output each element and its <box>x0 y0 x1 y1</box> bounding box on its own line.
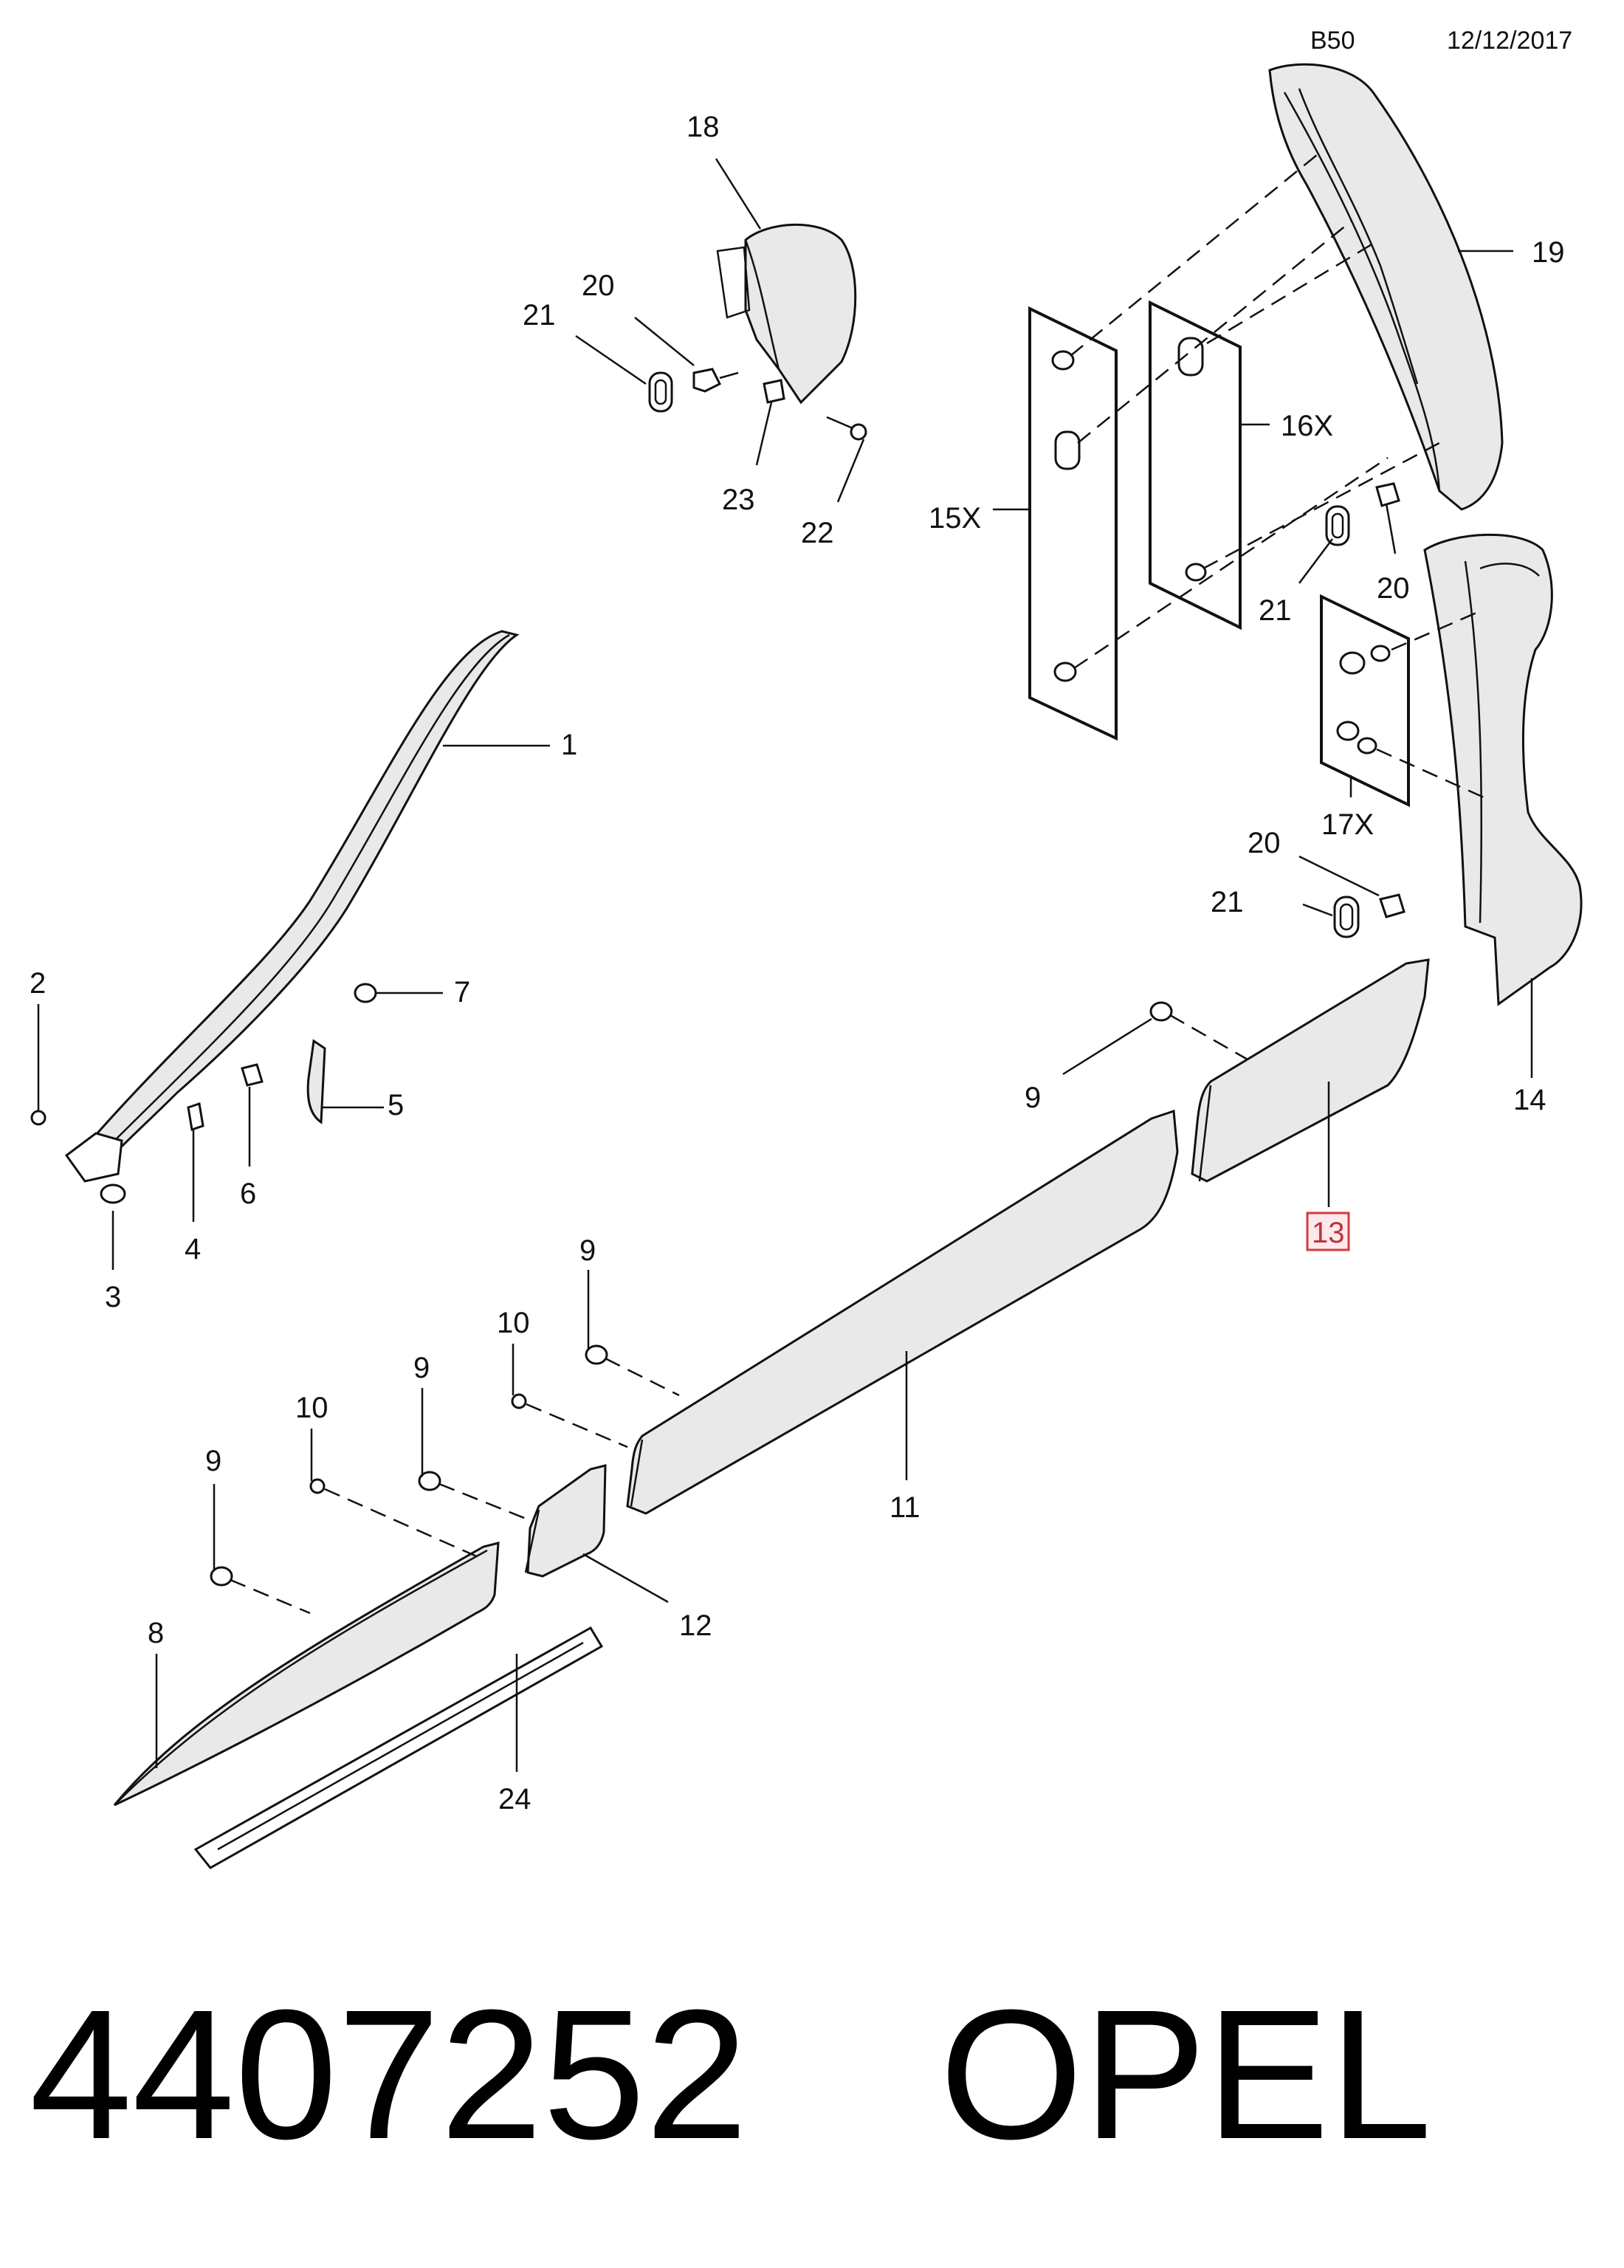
part-18 <box>716 223 857 405</box>
part-24 <box>193 1626 604 1869</box>
callout-16x: 16X <box>1281 410 1333 442</box>
callout-3: 3 <box>105 1281 121 1313</box>
callout-11: 11 <box>890 1491 921 1524</box>
screw-2 <box>30 1110 47 1126</box>
callout-15x: 15X <box>929 502 981 535</box>
leader-lines <box>37 158 1533 1768</box>
screw-7 <box>354 983 377 1003</box>
diagram-date: 12/12/2017 <box>1447 27 1572 55</box>
callout-13-highlight: 13 <box>1306 1212 1350 1251</box>
footer: 4407252 OPEL <box>30 1964 1609 2185</box>
kit-15x <box>1028 306 1118 741</box>
fastener-20-lower <box>1379 893 1405 918</box>
callout-20-lower: 20 <box>1248 827 1281 859</box>
kit-16x <box>1149 300 1242 630</box>
callout-9-small: 9 <box>413 1352 430 1384</box>
callout-17x: 17X <box>1321 808 1374 841</box>
grommet-21-lower <box>1333 896 1360 938</box>
callout-9-upper: 9 <box>1025 1082 1041 1114</box>
grommet-21-upper <box>648 371 673 413</box>
callout-9-mid: 9 <box>579 1234 596 1267</box>
part-11 <box>626 1109 1179 1515</box>
callout-23: 23 <box>722 484 755 516</box>
clip-3 <box>100 1183 126 1204</box>
callout-22: 22 <box>801 517 834 549</box>
clip-9-lower <box>210 1566 233 1587</box>
nut-23 <box>763 379 785 404</box>
screw-22 <box>826 416 867 441</box>
clip-9-upper <box>1149 1001 1173 1022</box>
nut-6 <box>241 1063 264 1087</box>
part-number: 4407252 <box>30 1971 749 2177</box>
part-1 <box>64 630 520 1183</box>
callout-18: 18 <box>687 111 720 143</box>
callout-2: 2 <box>30 967 46 1000</box>
callout-1: 1 <box>561 729 577 761</box>
callout-14: 14 <box>1513 1084 1546 1116</box>
part-19 <box>1268 63 1504 511</box>
screw-10-upper <box>511 1393 527 1409</box>
part-12 <box>524 1464 607 1578</box>
callout-12: 12 <box>679 1609 712 1642</box>
clip-4 <box>187 1102 204 1131</box>
diagram-code: B50 <box>1310 27 1355 55</box>
callout-6: 6 <box>240 1178 256 1210</box>
grommet-21-mid <box>1325 505 1350 546</box>
callout-10-upper: 10 <box>497 1307 530 1339</box>
screw-10-lower <box>309 1478 326 1494</box>
clip-9-small <box>418 1471 441 1491</box>
callout-24: 24 <box>498 1783 531 1815</box>
callout-5: 5 <box>388 1089 404 1121</box>
fastener-20-mid <box>1375 482 1400 507</box>
brand-name: OPEL <box>939 1971 1432 2177</box>
fastener-20-upper <box>692 368 739 393</box>
clip-9-mid <box>585 1344 608 1365</box>
callout-20-upper: 20 <box>582 269 615 302</box>
callout-21-upper: 21 <box>523 299 556 331</box>
callout-20-mid: 20 <box>1377 572 1410 605</box>
callout-7: 7 <box>454 976 470 1008</box>
callout-8: 8 <box>148 1617 164 1649</box>
kit-17x <box>1320 594 1410 808</box>
callout-19: 19 <box>1532 236 1565 269</box>
callout-10-lower: 10 <box>295 1392 328 1424</box>
callout-13: 13 <box>1312 1217 1345 1249</box>
callout-21-mid: 21 <box>1259 594 1292 627</box>
parts-diagram: B50 12/12/2017 <box>30 27 1583 1869</box>
part-13 <box>1191 958 1430 1183</box>
callout-4: 4 <box>185 1233 201 1265</box>
part-14 <box>1423 533 1583 1006</box>
part-8 <box>113 1542 500 1807</box>
assembly-lines <box>230 151 1484 1615</box>
callout-21-lower: 21 <box>1211 886 1244 918</box>
callout-9-lower: 9 <box>205 1445 221 1477</box>
part-5 <box>306 1039 326 1124</box>
